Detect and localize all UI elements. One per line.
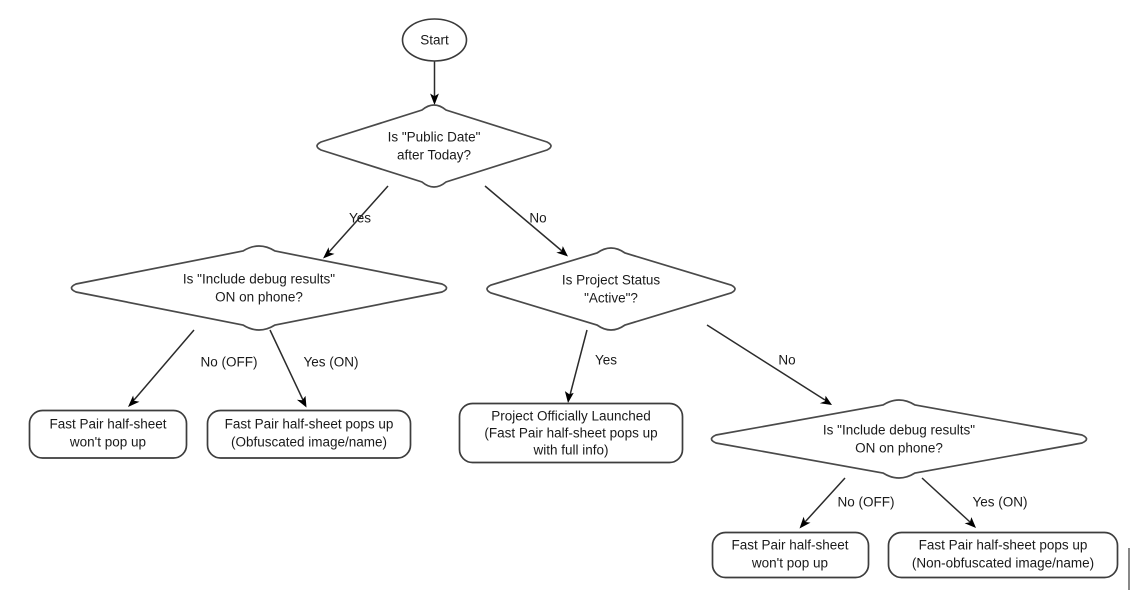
node-result-left-off-line2: won't pop up <box>69 435 146 450</box>
node-debug-left-line1: Is "Include debug results" <box>183 272 335 287</box>
node-project-status-line2: "Active"? <box>584 291 638 306</box>
edge-debug-right-on: Yes (ON) <box>921 477 1028 528</box>
node-result-left-off-line1: Fast Pair half-sheet <box>49 417 166 432</box>
edge-label-public-date-no: No <box>529 211 546 226</box>
edge-label-debug-right-off: No (OFF) <box>838 495 895 510</box>
node-result-launched-line3: with full info) <box>532 443 608 458</box>
edge-project-status-yes: Yes <box>564 329 617 403</box>
node-result-left-on-line2: (Obfuscated image/name) <box>231 435 387 450</box>
edge-debug-left-on: Yes (ON) <box>269 329 359 408</box>
node-result-launched-line2: (Fast Pair half-sheet pops up <box>484 426 657 441</box>
node-result-right-non-obfuscated[interactable]: Fast Pair half-sheet pops up (Non-obfusc… <box>887 531 1119 579</box>
node-public-date-line2: after Today? <box>397 148 471 163</box>
edge-label-debug-left-on: Yes (ON) <box>303 355 358 370</box>
node-project-status-line1: Is Project Status <box>562 273 661 288</box>
node-start-label: Start <box>420 33 449 48</box>
node-result-right-on-line2: (Non-obfuscated image/name) <box>912 556 1094 571</box>
edge-public-date-no: No <box>484 185 568 257</box>
edge-start-to-public-date <box>430 60 439 105</box>
node-result-right-no-popup[interactable]: Fast Pair half-sheet won't pop up <box>711 531 870 579</box>
node-public-date-line1: Is "Public Date" <box>388 130 481 145</box>
node-result-left-no-popup[interactable]: Fast Pair half-sheet won't pop up <box>28 409 188 459</box>
node-result-right-off-line1: Fast Pair half-sheet <box>731 538 848 553</box>
edge-debug-right-off: No (OFF) <box>799 477 895 529</box>
node-debug-right-line2: ON on phone? <box>855 441 943 456</box>
node-debug-results-decision-right[interactable]: Is "Include debug results" ON on phone? <box>710 399 1088 479</box>
node-result-project-launched[interactable]: Project Officially Launched (Fast Pair h… <box>458 402 684 464</box>
edge-public-date-yes: Yes <box>323 185 389 259</box>
edge-label-project-status-yes: Yes <box>595 353 617 368</box>
node-result-right-off-line2: won't pop up <box>751 556 828 571</box>
node-result-launched-line1: Project Officially Launched <box>491 409 651 424</box>
node-project-status-decision[interactable]: Is Project Status "Active"? <box>486 247 736 331</box>
node-result-left-obfuscated[interactable]: Fast Pair half-sheet pops up (Obfuscated… <box>206 409 412 459</box>
edge-label-public-date-yes: Yes <box>349 211 371 226</box>
edge-label-project-status-no: No <box>778 353 795 368</box>
edge-project-status-no: No <box>706 324 832 405</box>
node-debug-left-line2: ON on phone? <box>215 290 303 305</box>
node-debug-results-decision-left[interactable]: Is "Include debug results" ON on phone? <box>70 245 448 331</box>
node-result-right-on-line1: Fast Pair half-sheet pops up <box>919 538 1088 553</box>
node-debug-right-line1: Is "Include debug results" <box>823 423 975 438</box>
node-result-left-on-line1: Fast Pair half-sheet pops up <box>225 417 394 432</box>
edge-label-debug-right-on: Yes (ON) <box>972 495 1027 510</box>
edge-debug-left-off: No (OFF) <box>128 329 258 407</box>
edge-label-debug-left-off: No (OFF) <box>201 355 258 370</box>
node-public-date-decision[interactable]: Is "Public Date" after Today? <box>316 104 552 188</box>
node-start[interactable]: Start <box>401 18 468 62</box>
